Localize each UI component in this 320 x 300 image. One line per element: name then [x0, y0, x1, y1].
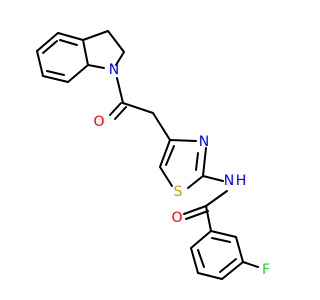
bond	[42, 75, 69, 83]
bond	[159, 139, 171, 168]
bond	[205, 190, 228, 207]
bond	[107, 30, 125, 53]
bond	[202, 175, 224, 182]
bond	[221, 261, 244, 280]
bond	[87, 64, 105, 69]
double-bond	[46, 70, 65, 76]
bond	[169, 139, 197, 142]
amide-hydrogen-label: H	[236, 173, 247, 189]
bond	[67, 64, 89, 83]
fluorophenyl-ring	[190, 230, 244, 280]
double-bond	[195, 152, 199, 171]
thiazole-nitrogen-label: N	[199, 134, 209, 150]
bond	[115, 51, 125, 66]
thiazole-sulfur-label: S	[174, 184, 183, 200]
bond	[242, 261, 259, 268]
bond	[36, 50, 44, 77]
amide-nitrogen-label: N	[224, 173, 234, 189]
double-bond	[219, 258, 237, 273]
indoline-benzene-ring	[36, 32, 89, 83]
bond	[36, 32, 59, 52]
double-bond	[211, 237, 231, 243]
bond	[57, 32, 84, 41]
bond	[197, 272, 223, 280]
double-bond	[42, 40, 58, 54]
bond	[122, 102, 154, 114]
bond	[159, 166, 173, 187]
bond	[190, 230, 212, 249]
bond	[187, 175, 204, 189]
bond	[82, 30, 109, 41]
bond	[152, 112, 171, 141]
amide-oxygen-label: O	[171, 210, 182, 226]
bond	[205, 205, 212, 232]
fluorine-label: F	[262, 262, 270, 278]
double-bond	[183, 205, 207, 215]
bond	[82, 39, 89, 66]
bond	[210, 230, 237, 238]
double-bond	[59, 39, 78, 46]
double-bond	[197, 249, 205, 268]
bond	[190, 247, 199, 274]
double-bond	[114, 106, 127, 120]
double-bond	[165, 145, 175, 166]
molecule-diagram: N O N S N H O F	[36, 30, 270, 280]
indoline-nitrogen-label: N	[109, 62, 119, 78]
bond	[235, 236, 244, 263]
bond	[116, 77, 124, 104]
indoline-pyrrolidine-ring	[82, 30, 125, 69]
ketone-oxygen-label: O	[93, 114, 104, 130]
bond	[202, 147, 207, 177]
double-bond	[109, 102, 122, 116]
thiazole-ring	[159, 139, 207, 189]
structure-canvas: N O N S N H O F	[36, 30, 270, 280]
double-bond	[185, 210, 209, 220]
